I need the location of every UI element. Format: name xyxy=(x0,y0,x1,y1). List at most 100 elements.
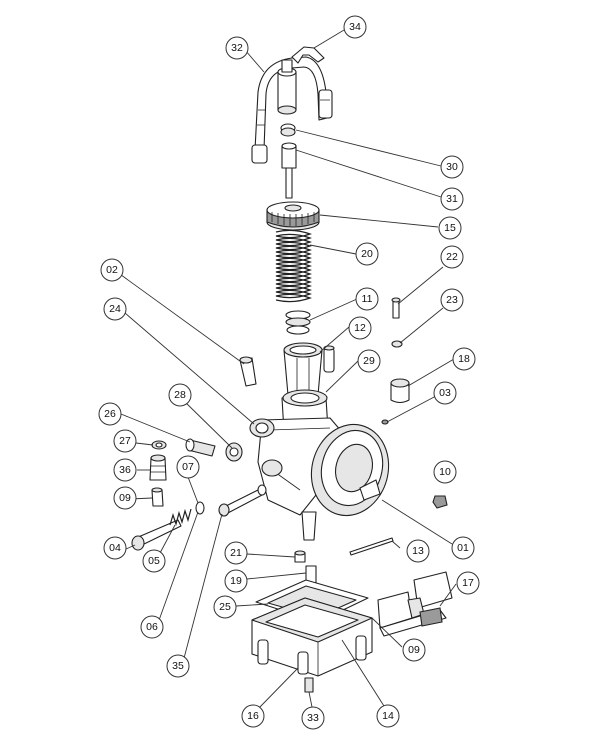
callout-c15: 15 xyxy=(438,216,462,240)
callout-circle xyxy=(113,486,137,510)
callout-c16: 16 xyxy=(241,704,265,728)
callout-label: 05 xyxy=(148,555,160,567)
callout-label: 24 xyxy=(109,303,121,315)
callout-c29: 29 xyxy=(357,349,381,373)
callout-c24: 24 xyxy=(103,297,127,321)
callout-c33: 33 xyxy=(301,706,325,730)
callout-group: 34 32 30 31 15 20 02 22 24 11 23 12 29 18 28 03 26 27 07 36… xyxy=(98,15,480,730)
callout-c04: 04 xyxy=(103,536,127,560)
part-pin xyxy=(323,345,335,373)
callout-circle xyxy=(213,595,237,619)
part-14-float-bowl xyxy=(251,597,373,677)
part-03-washer xyxy=(381,419,389,425)
callout-c23: 23 xyxy=(440,288,464,312)
callout-c30: 30 xyxy=(440,155,464,179)
callout-circle xyxy=(301,706,325,730)
callout-label: 16 xyxy=(247,710,259,722)
callout-circle xyxy=(357,349,381,373)
callout-c34: 34 xyxy=(343,15,367,39)
callout-circle xyxy=(103,297,127,321)
callout-c03: 03 xyxy=(433,381,457,405)
callout-circle xyxy=(355,287,379,311)
part-22-screw xyxy=(391,297,401,319)
callout-circle xyxy=(100,258,124,282)
callout-circle xyxy=(168,383,192,407)
part-21-jet xyxy=(294,550,306,563)
callout-circle xyxy=(225,36,249,60)
callout-circle xyxy=(433,460,457,484)
callout-circle xyxy=(241,704,265,728)
callout-c05: 05 xyxy=(142,549,166,573)
callout-circle xyxy=(438,216,462,240)
callout-circle xyxy=(98,402,122,426)
callout-circle xyxy=(440,288,464,312)
leader-lines xyxy=(116,29,457,710)
callout-circle xyxy=(224,569,248,593)
callout-circle xyxy=(113,429,137,453)
part-13-pin xyxy=(349,537,394,556)
part-02-jet xyxy=(239,356,257,387)
callout-label: 30 xyxy=(446,161,458,173)
part-04-mixture-screw xyxy=(131,519,182,551)
part-01-carburetor-body xyxy=(249,389,390,541)
callout-c22: 22 xyxy=(440,245,464,269)
part-07-washer xyxy=(195,501,205,515)
callout-circle xyxy=(140,615,164,639)
callout-c09a: 09 xyxy=(113,486,137,510)
callout-c28: 28 xyxy=(168,383,192,407)
callout-circle xyxy=(348,316,372,340)
part-26-idle-screw xyxy=(185,438,216,457)
part-33-drain-screw xyxy=(304,677,314,693)
part-15-top-cap xyxy=(266,201,320,231)
callout-circle xyxy=(166,654,190,678)
callout-label: 31 xyxy=(446,193,458,205)
callout-circle xyxy=(440,245,464,269)
callout-c26: 26 xyxy=(98,402,122,426)
callout-c10: 10 xyxy=(433,460,457,484)
callout-label: 27 xyxy=(119,435,131,447)
callout-circle xyxy=(224,541,248,565)
callout-label: 02 xyxy=(106,264,118,276)
callout-c35: 35 xyxy=(166,654,190,678)
callout-c02: 02 xyxy=(100,258,124,282)
callout-label: 34 xyxy=(349,21,361,33)
callout-label: 06 xyxy=(146,621,158,633)
callout-circle xyxy=(113,458,137,482)
callout-circle xyxy=(456,571,480,595)
part-35-screw xyxy=(218,484,267,517)
callout-c20: 20 xyxy=(355,242,379,266)
callout-label: 33 xyxy=(307,712,319,724)
callout-c32: 32 xyxy=(225,36,249,60)
part-05-spring xyxy=(169,508,192,527)
callout-label: 04 xyxy=(109,542,121,554)
callout-label: 20 xyxy=(361,248,373,260)
callout-c17: 17 xyxy=(456,571,480,595)
callout-label: 07 xyxy=(182,461,194,473)
callout-c36: 36 xyxy=(113,458,137,482)
callout-label: 28 xyxy=(174,389,186,401)
callout-c07: 07 xyxy=(176,455,200,479)
part-09-jet xyxy=(151,487,164,507)
callout-circle xyxy=(355,242,379,266)
callout-label: 35 xyxy=(172,660,184,672)
callout-circle xyxy=(402,638,426,662)
callout-c11: 11 xyxy=(355,287,379,311)
callout-c25: 25 xyxy=(213,595,237,619)
callout-circle xyxy=(440,155,464,179)
callout-c31: 31 xyxy=(440,187,464,211)
callout-label: 36 xyxy=(119,464,131,476)
part-23-oring xyxy=(391,340,403,348)
callout-label: 18 xyxy=(458,353,470,365)
part-36-fitting xyxy=(149,454,167,481)
callout-label: 15 xyxy=(444,222,456,234)
callout-circle xyxy=(176,455,200,479)
callout-label: 14 xyxy=(382,710,394,722)
callout-label: 21 xyxy=(230,547,242,559)
part-10-nut xyxy=(432,495,448,509)
callout-c12: 12 xyxy=(348,316,372,340)
part-18-cap xyxy=(390,378,410,404)
callout-label: 26 xyxy=(104,408,116,420)
callout-c09b: 09 xyxy=(402,638,426,662)
callout-c14: 14 xyxy=(376,704,400,728)
